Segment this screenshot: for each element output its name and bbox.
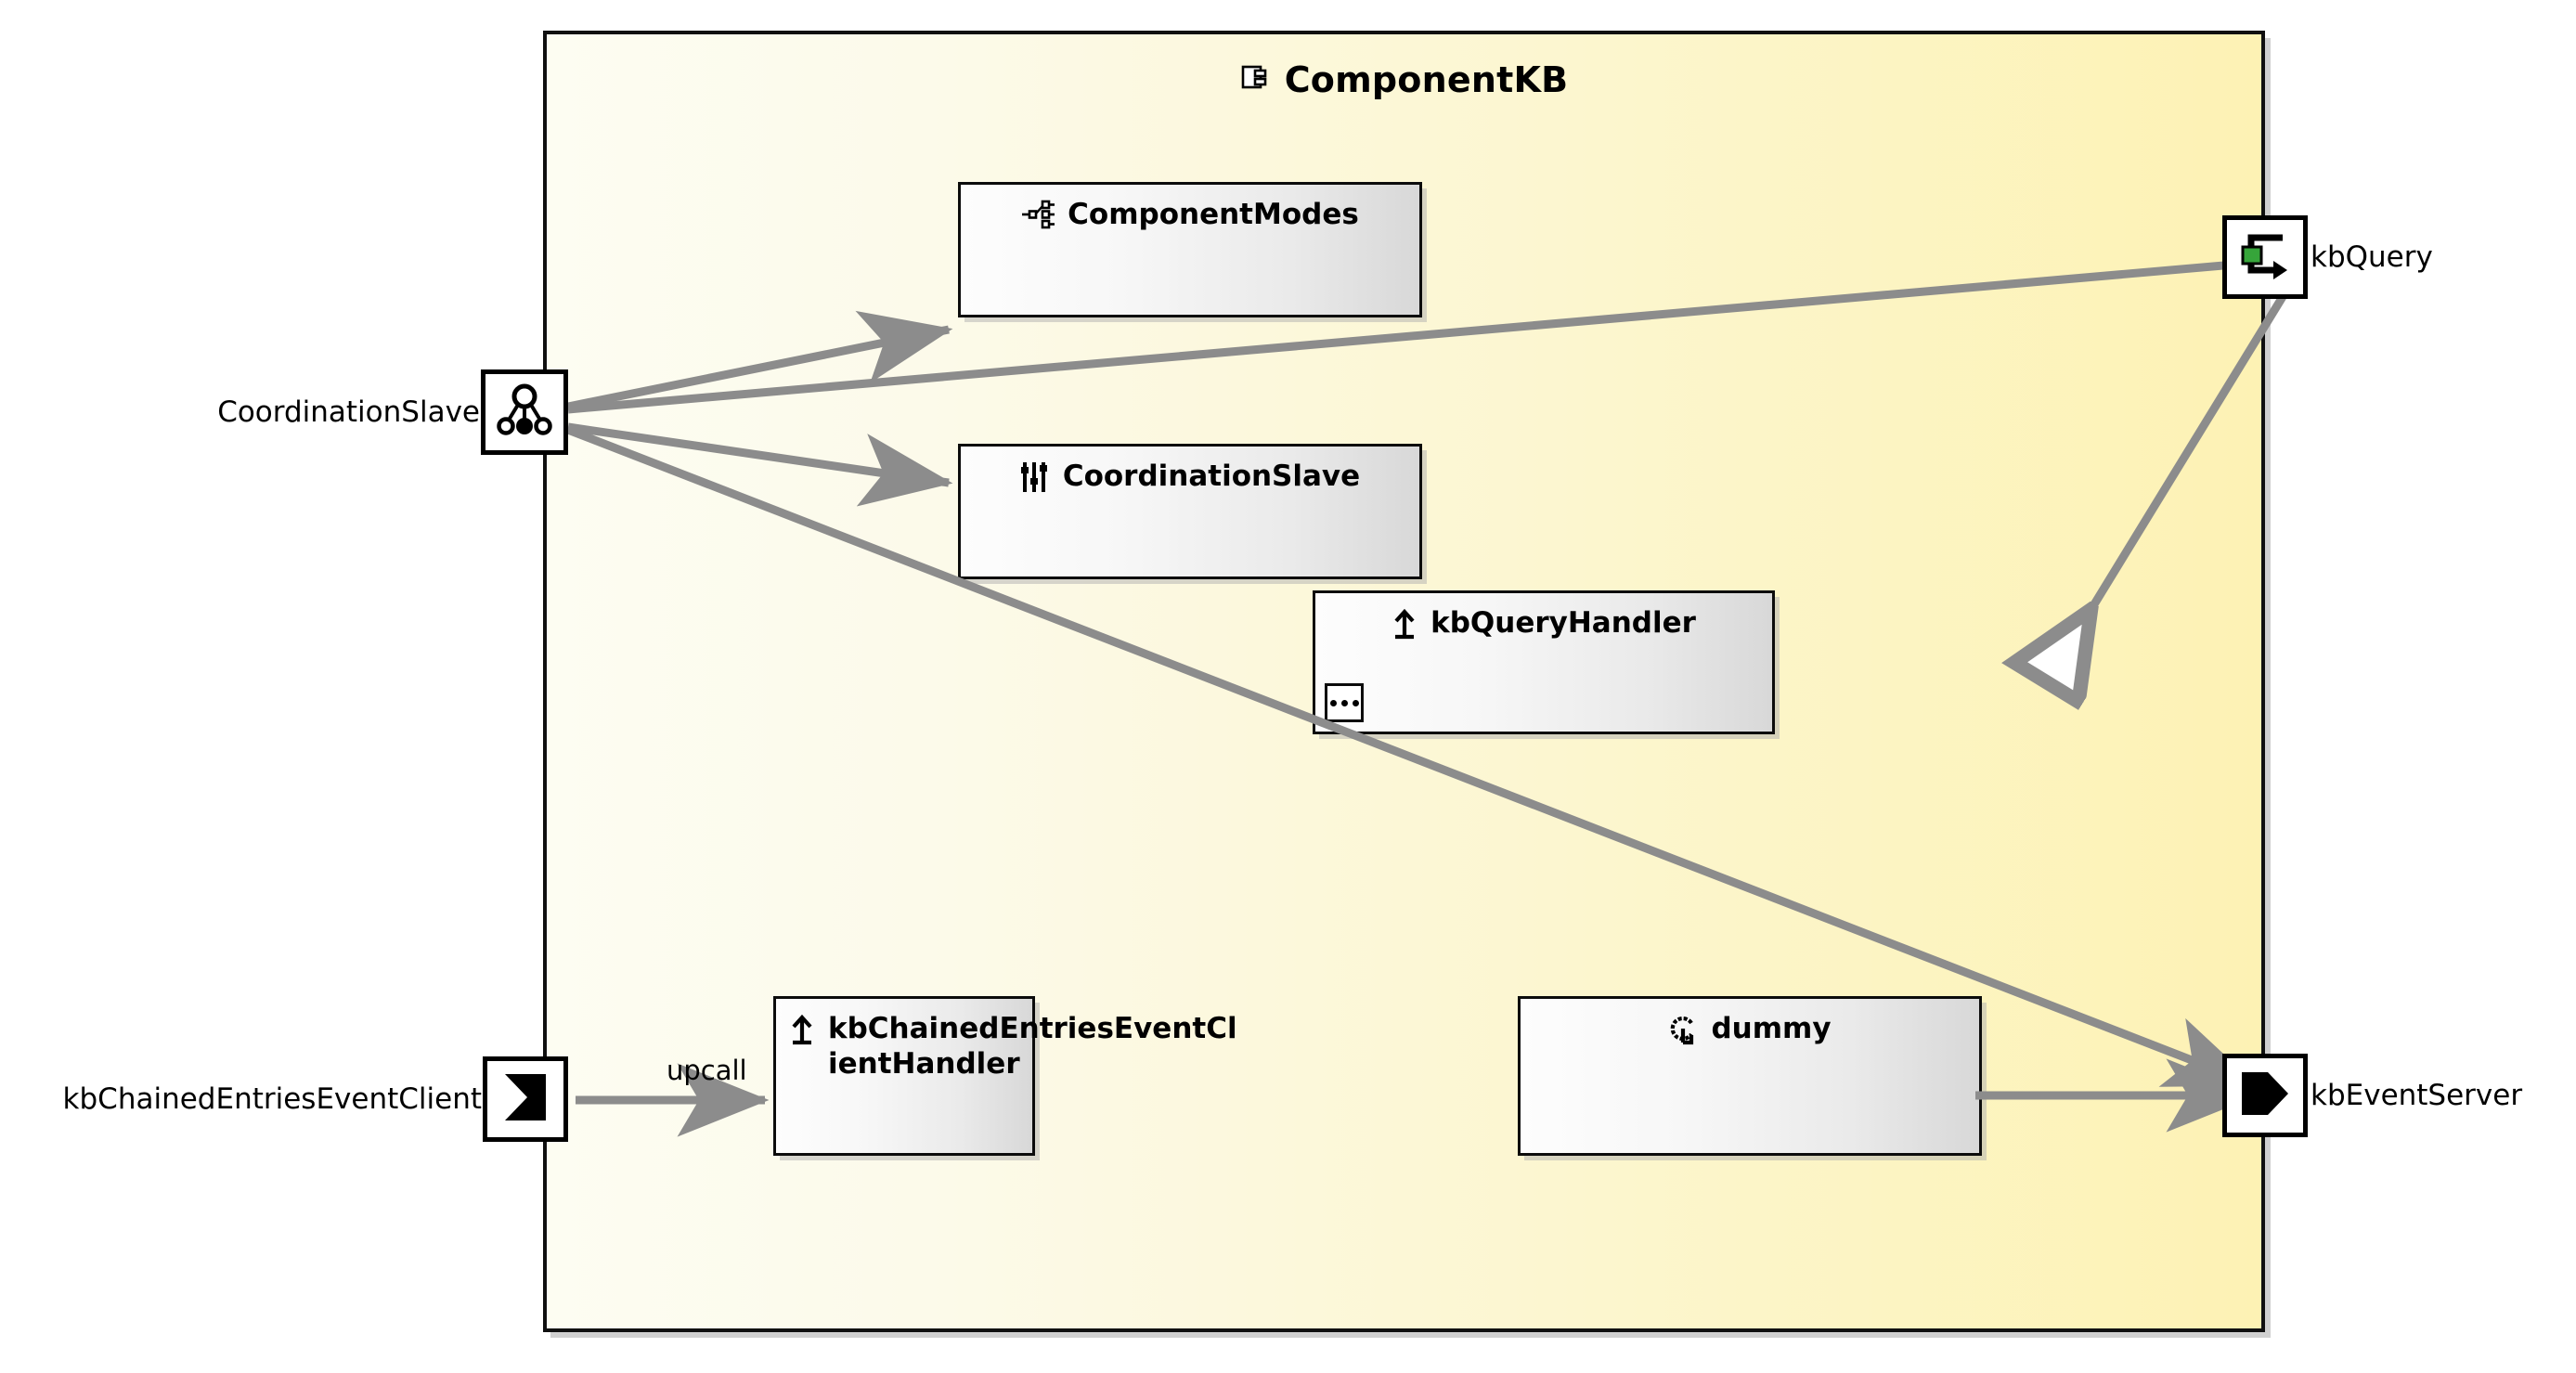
task-loop-icon <box>1668 1014 1698 1049</box>
port-kbeventserver[interactable]: kbEventServer <box>2222 1054 2522 1137</box>
ellipsis-badge-kbqueryhandler[interactable] <box>1325 683 1364 722</box>
ellipsis-dot <box>1340 699 1348 706</box>
part-header-dummy: dummy <box>1521 1012 1979 1049</box>
part-header-kbchainedentrieseventclienthandler: kbChainedEntriesEventCl ientHandler <box>776 1012 1237 1082</box>
part-label-kbchainedentrieseventclienthandler: kbChainedEntriesEventCl ientHandler <box>828 1012 1237 1081</box>
event-source-port-icon <box>2238 1067 2292 1124</box>
ellipsis-dot <box>1352 699 1359 706</box>
part-box-dummy[interactable]: dummy <box>1518 996 1982 1156</box>
port-label-coordinationslave: CoordinationSlave <box>217 395 480 429</box>
port-kbchainedentrieseventclient[interactable]: kbChainedEntriesEventClient <box>63 1056 568 1142</box>
port-label-kbeventserver: kbEventServer <box>2311 1079 2523 1112</box>
sliders-icon <box>1020 461 1050 497</box>
event-sink-port-icon <box>499 1070 551 1128</box>
component-icon <box>1240 60 1272 101</box>
part-header-kbqueryhandler: kbQueryHandler <box>1315 606 1772 643</box>
part-label-componentmodes: ComponentModes <box>1068 198 1359 231</box>
component-title: ComponentKB <box>547 58 2261 101</box>
part-header-coordinationslave: CoordinationSlave <box>961 460 1419 497</box>
coordination-port-icon <box>496 382 553 443</box>
part-label-coordinationslave: CoordinationSlave <box>1062 460 1361 493</box>
part-header-componentmodes: ComponentModes <box>961 198 1419 233</box>
ellipsis-dot <box>1329 699 1337 706</box>
part-box-kbchainedentrieseventclienthandler[interactable]: kbChainedEntriesEventCl ientHandler <box>773 996 1237 1156</box>
state-machine-icon <box>1021 200 1055 233</box>
part-box-kbqueryhandler[interactable]: kbQueryHandler <box>1313 590 1775 734</box>
part-box-componentmodes[interactable]: ComponentModes <box>958 182 1422 317</box>
port-label-kbquery: kbQuery <box>2311 240 2433 274</box>
upcall-arrow-icon <box>1392 608 1417 643</box>
upcall-arrow-icon <box>789 1014 815 1049</box>
part-label-dummy: dummy <box>1711 1012 1832 1045</box>
part-box-coordinationslave[interactable]: CoordinationSlave <box>958 444 1422 579</box>
component-title-text: ComponentKB <box>1284 59 1569 100</box>
request-response-port-icon <box>2236 227 2294 287</box>
port-coordinationslave[interactable]: CoordinationSlave <box>217 369 568 455</box>
connector-label-upcall: upcall <box>667 1055 747 1086</box>
port-kbquery[interactable]: kbQuery <box>2222 215 2433 299</box>
component-frame-componentkb[interactable]: ComponentKB <box>543 31 2265 1332</box>
part-label-kbqueryhandler: kbQueryHandler <box>1430 606 1696 640</box>
port-label-kbchainedentrieseventclient: kbChainedEntriesEventClient <box>62 1082 482 1116</box>
